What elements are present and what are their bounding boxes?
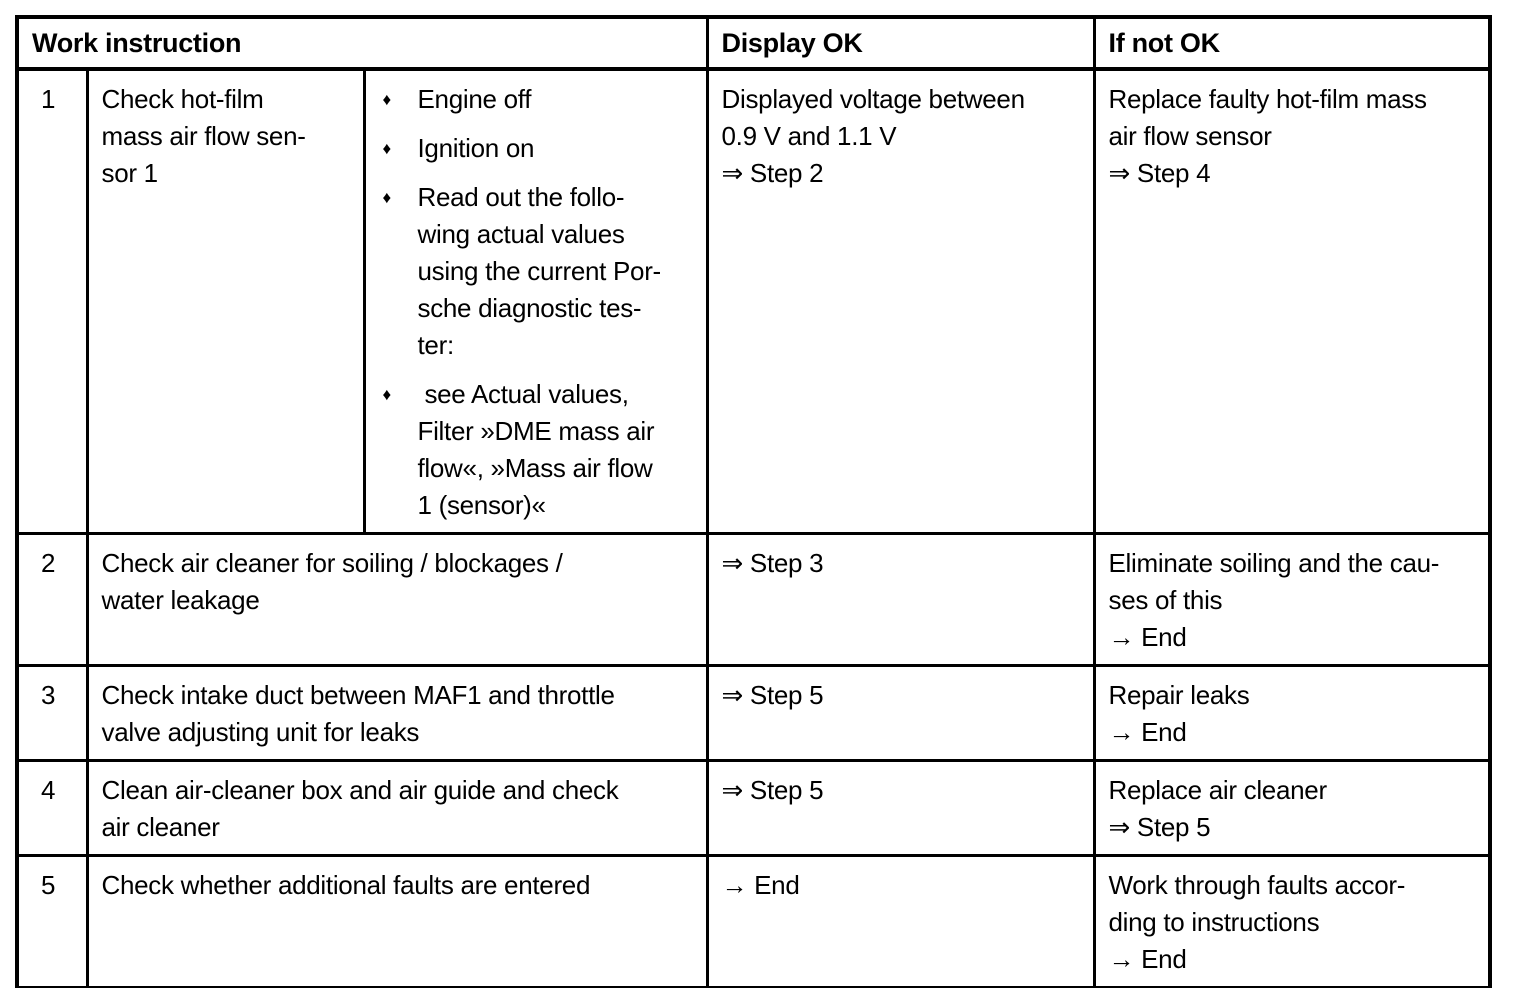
table-row: 4 Clean air-cleaner box and air guide an…: [15, 759, 1492, 857]
header-display-ok: Display OK: [705, 15, 1096, 71]
table-header-row: Work instruction Display OK If not OK: [15, 15, 1492, 71]
display-ok-text: ⇒ Step 5: [721, 775, 824, 805]
step-number: 5: [41, 870, 56, 900]
table-row: 2 Check air cleaner for soiling / blocka…: [15, 532, 1492, 667]
if-not-ok-text: Repair leaks → End: [1108, 680, 1250, 747]
instruction-bullet-list: ♦ Engine off ♦ Ignition on ♦ Read out th…: [362, 67, 709, 535]
header-work-instruction: Work instruction: [15, 15, 709, 71]
bullet-text: see Actual values, Filter »DME mass air …: [417, 379, 655, 520]
display-ok-text: Displayed voltage between 0.9 V and 1.1 …: [721, 84, 1026, 188]
list-item: ♦ Read out the follo- wing actual values…: [366, 179, 700, 364]
header-if-not-ok: If not OK: [1092, 15, 1492, 71]
table-row: 1 Check hot-film mass air flow sen- sor …: [15, 67, 1492, 535]
if-not-ok-text: Work through faults accor- ding to instr…: [1108, 870, 1406, 974]
diamond-bullet-icon: ♦: [382, 90, 392, 109]
step-number: 4: [41, 775, 56, 805]
work-instruction-text: Clean air-cleaner box and air guide and …: [101, 775, 619, 842]
table-row: 3 Check intake duct between MAF1 and thr…: [15, 664, 1492, 762]
list-item: ♦ Ignition on: [366, 130, 700, 167]
if-not-ok-text: Eliminate soiling and the cau- ses of th…: [1108, 548, 1440, 652]
bullet-text: Ignition on: [417, 133, 535, 163]
diagnostic-procedure-table: Work instruction Display OK If not OK 1 …: [15, 15, 1492, 988]
table-row: 5 Check whether additional faults are en…: [15, 854, 1492, 988]
step-number: 2: [41, 548, 56, 578]
display-ok-text: → End: [721, 870, 800, 900]
bullet-text: Read out the follo- wing actual values u…: [417, 182, 662, 360]
work-instruction-text: Check air cleaner for soiling / blockage…: [101, 548, 563, 615]
work-instruction-text: Check hot-film mass air flow sen- sor 1: [101, 84, 306, 188]
list-item: ♦ Engine off: [366, 81, 700, 118]
diamond-bullet-icon: ♦: [382, 139, 392, 158]
diamond-bullet-icon: ♦: [382, 188, 392, 207]
step-number: 3: [41, 680, 56, 710]
if-not-ok-text: Replace air cleaner ⇒ Step 5: [1108, 775, 1328, 842]
diamond-bullet-icon: ♦: [382, 385, 392, 404]
work-instruction-text: Check intake duct between MAF1 and throt…: [101, 680, 615, 747]
list-item: ♦ see Actual values, Filter »DME mass ai…: [366, 376, 700, 524]
display-ok-text: ⇒ Step 3: [721, 548, 824, 578]
bullet-text: Engine off: [417, 84, 532, 114]
work-instruction-text: Check whether additional faults are ente…: [101, 870, 591, 900]
if-not-ok-text: Replace faulty hot-film mass air flow se…: [1108, 84, 1427, 188]
display-ok-text: ⇒ Step 5: [721, 680, 824, 710]
step-number: 1: [41, 84, 56, 114]
